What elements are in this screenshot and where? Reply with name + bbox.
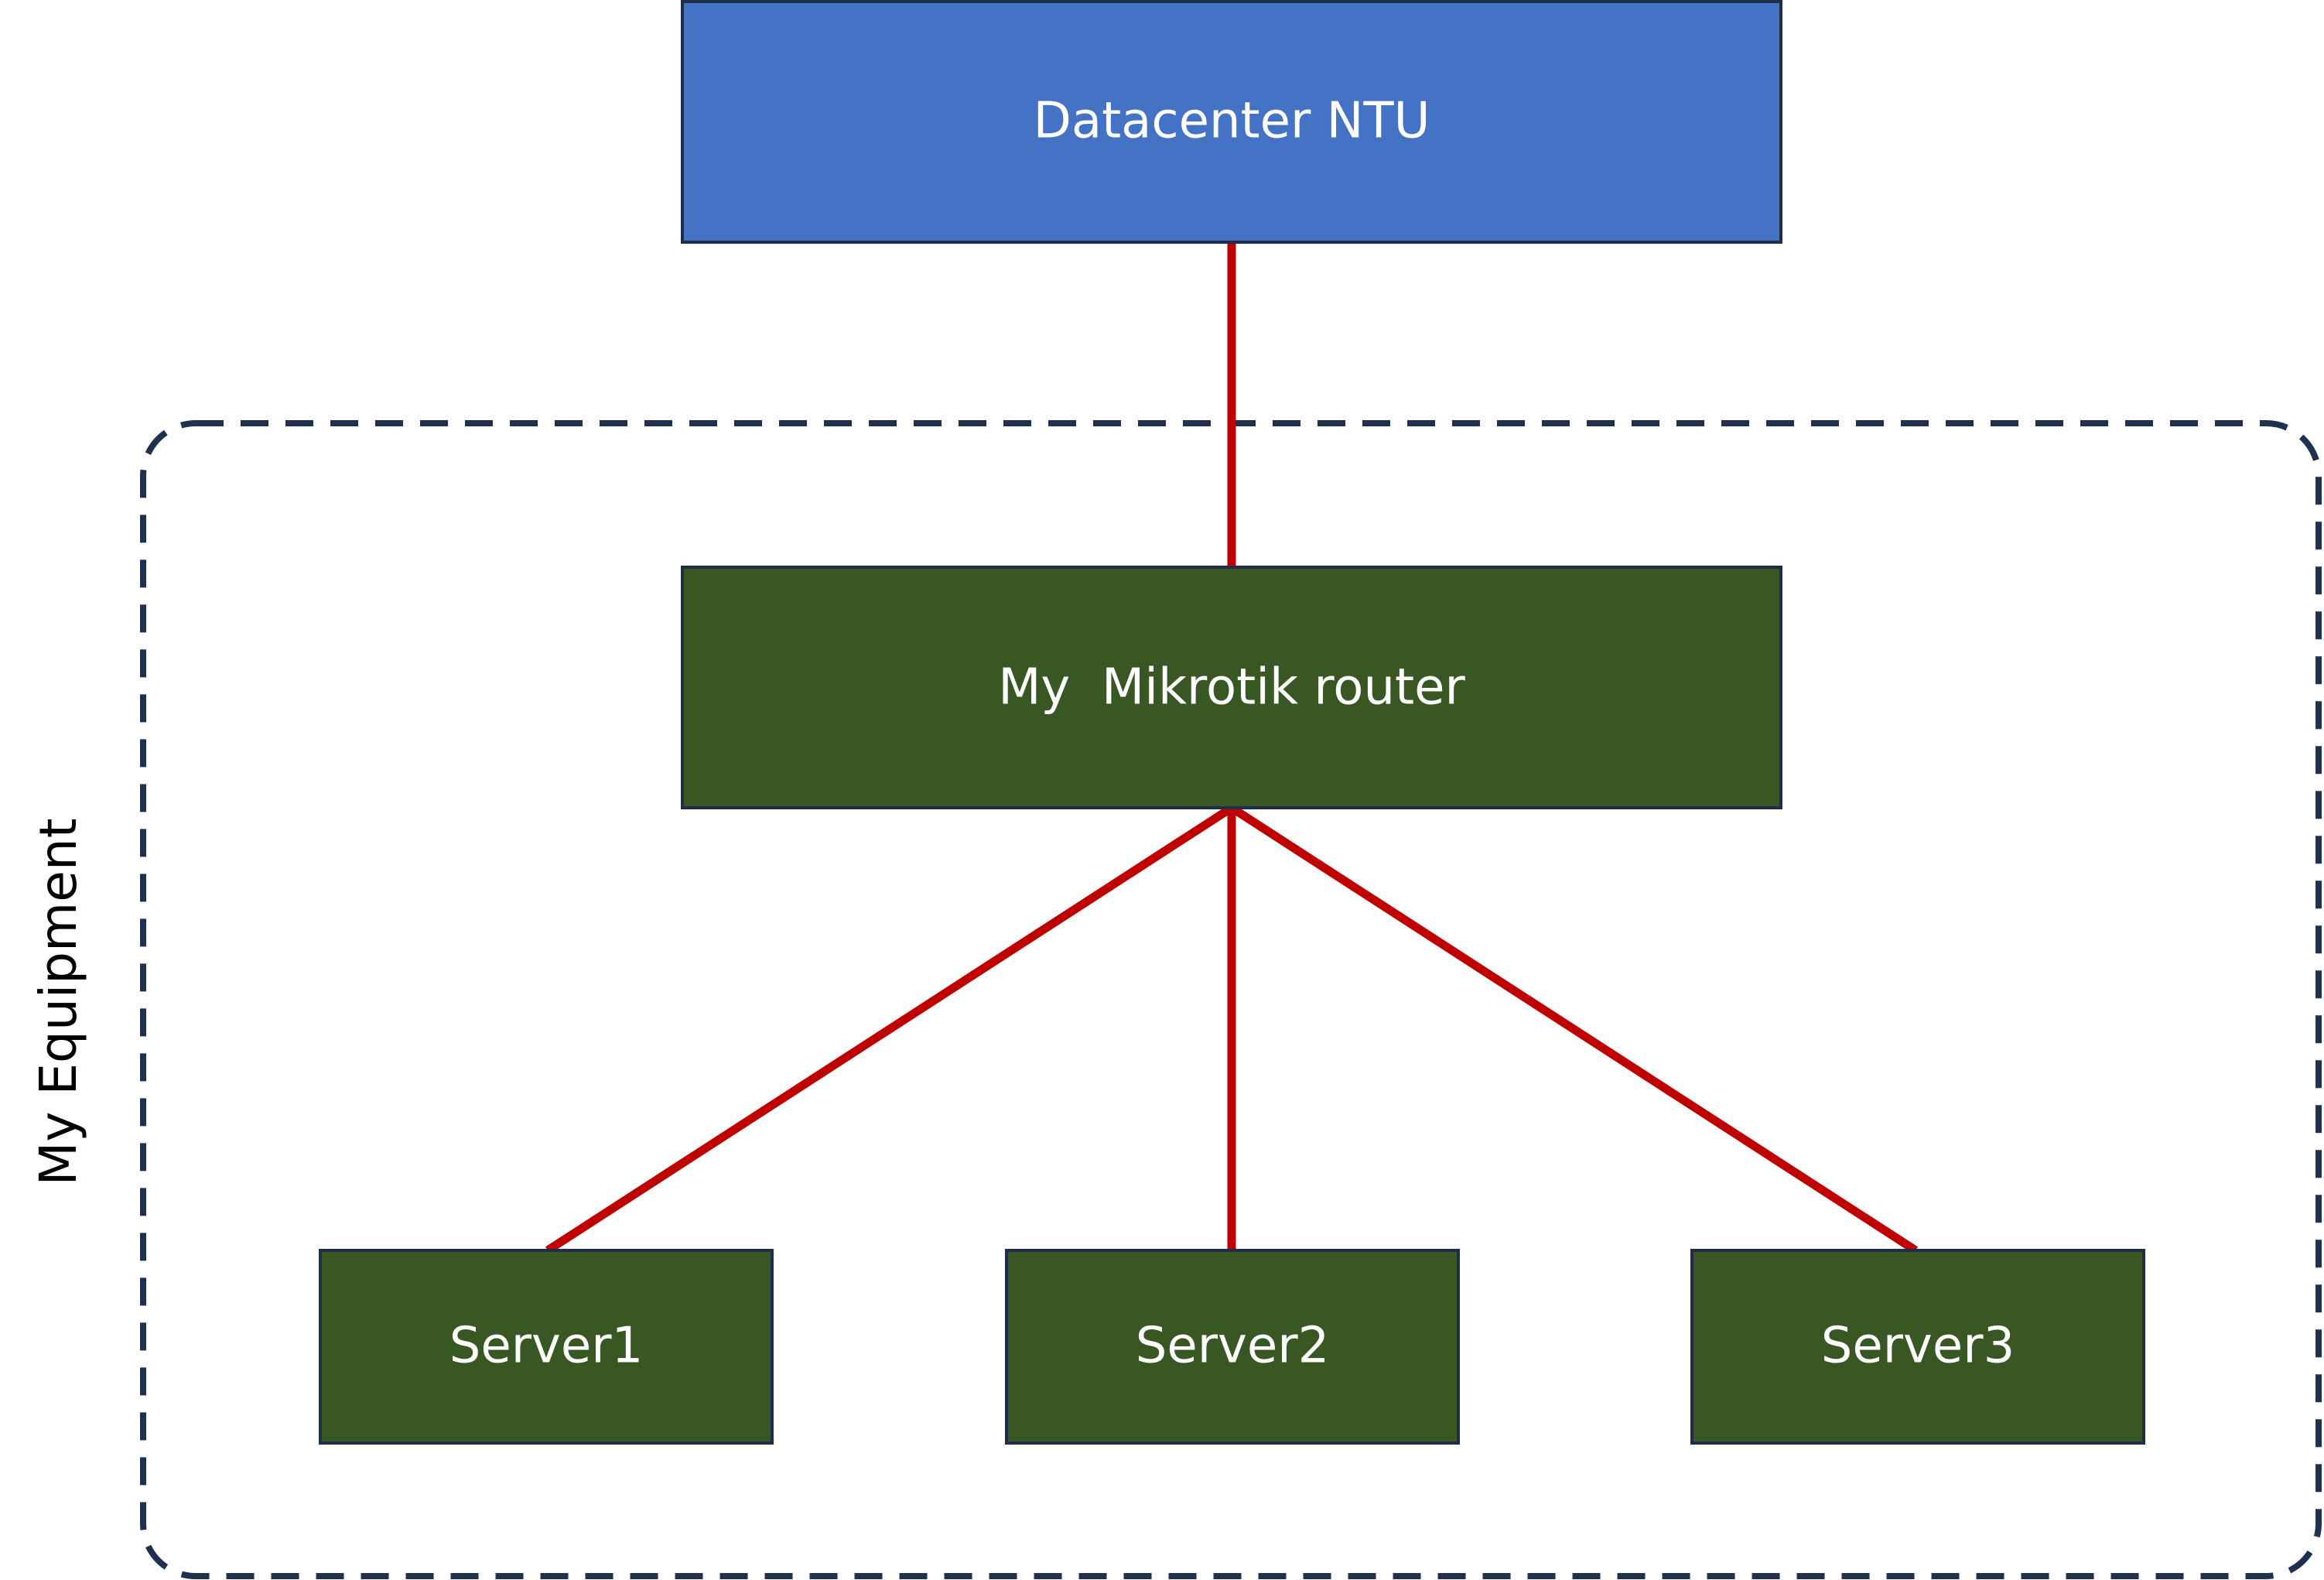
link-router-server3 [1229,804,1918,1254]
node-server1[interactable]: Server1 [319,1249,774,1445]
node-server1-label: Server1 [449,1318,644,1375]
equipment-group-label: My Equipment [29,818,88,1185]
node-server1-box [319,1249,774,1445]
node-server2-label: Server2 [1136,1318,1330,1375]
node-datacenter-label: Datacenter NTU [1034,93,1430,150]
node-datacenter-box [681,0,1782,244]
node-router-label: My Mikrotik router [998,659,1465,716]
node-server2[interactable]: Server2 [1005,1249,1460,1445]
node-router[interactable]: My Mikrotik router [681,566,1782,809]
node-datacenter[interactable]: Datacenter NTU [681,0,1782,244]
node-router-box [681,566,1782,809]
node-server3-box [1690,1249,2145,1445]
node-server3[interactable]: Server3 [1690,1249,2145,1445]
node-server2-box [1005,1249,1460,1445]
node-server3-label: Server3 [1821,1318,2015,1375]
links [545,242,1918,1254]
link-router-server1 [545,804,1234,1254]
